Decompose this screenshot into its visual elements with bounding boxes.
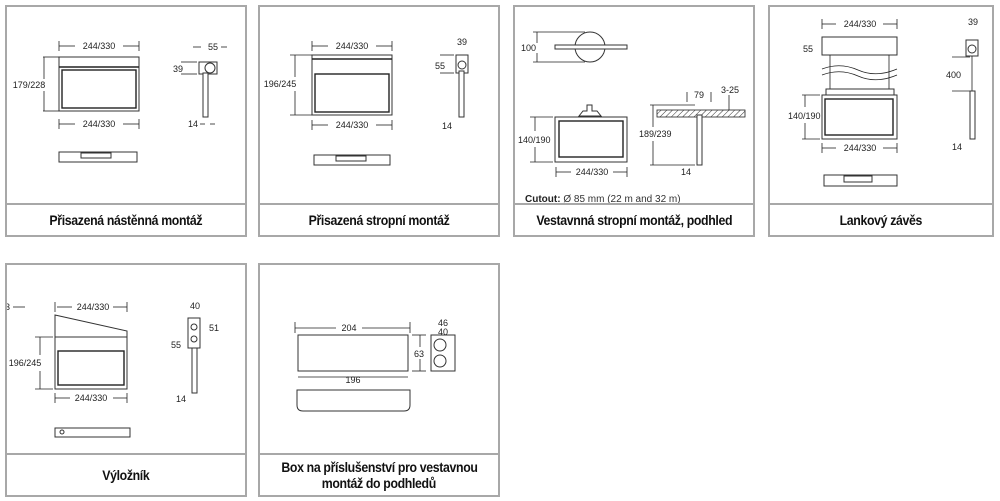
dim-side-width: 39 bbox=[968, 17, 978, 27]
dim-width-bottom: 244/330 bbox=[844, 143, 877, 153]
dim-cutout-diameter: 100 bbox=[521, 43, 536, 53]
cable-suspension-drawing: 244/330 55 140/190 244/330 39 400 14 bbox=[788, 17, 979, 187]
dim-side-width: 55 bbox=[208, 42, 218, 52]
dim-ceiling-thickness: 3-25 bbox=[721, 85, 739, 95]
dim-height: 63 bbox=[414, 349, 424, 359]
dim-width-bottom: 244/330 bbox=[576, 167, 609, 177]
card-cable-suspension: 244/330 55 140/190 244/330 39 400 14 Lan… bbox=[768, 5, 994, 237]
cutout-note: Cutout: Ø 85 mm (22 m and 32 m) bbox=[525, 194, 681, 203]
dim-rod: 14 bbox=[952, 142, 962, 152]
dim-length-top: 204 bbox=[341, 323, 356, 333]
dim-total-height: 189/239 bbox=[639, 129, 672, 139]
dim-width-top: 244/330 bbox=[336, 41, 369, 51]
dim-width-bottom: 244/330 bbox=[75, 393, 108, 403]
accessory-box-drawing: 204 196 63 46 40 bbox=[294, 318, 456, 412]
dim-width-top: 244/330 bbox=[83, 41, 116, 51]
dim-height: 140/190 bbox=[788, 111, 821, 121]
card-bracket-mount: 3 244/330 196/245 244/330 40 51 55 14 Vý… bbox=[5, 263, 247, 497]
recessed-mount-drawing: 100 140/190 244/330 189/239 79 3-25 14 C… bbox=[518, 31, 746, 203]
dim-side-width: 39 bbox=[457, 37, 467, 47]
dim-rod: 14 bbox=[176, 394, 186, 404]
dim-height: 196/245 bbox=[264, 79, 297, 89]
card-caption: Přisazená nástěnná montáž bbox=[7, 203, 245, 235]
dim-width-bottom: 244/330 bbox=[336, 120, 369, 130]
dim-side-height: 39 bbox=[173, 64, 183, 74]
dim-mount-width: 79 bbox=[694, 90, 704, 100]
dim-height: 140/190 bbox=[518, 135, 551, 145]
dim-width-bottom: 244/330 bbox=[83, 119, 116, 129]
dim-side-height: 55 bbox=[171, 340, 181, 350]
dim-width-2: 40 bbox=[438, 327, 448, 337]
card-caption: Vestavnná stropní montáž, podhled bbox=[515, 203, 753, 235]
card-wall-mount: 244/330 179/228 244/330 55 39 14 Přisaze… bbox=[5, 5, 247, 237]
dim-height: 196/245 bbox=[9, 358, 42, 368]
bracket-mount-drawing: 3 244/330 196/245 244/330 40 51 55 14 bbox=[7, 301, 219, 438]
card-caption: Přisazená stropní montáž bbox=[260, 203, 498, 235]
card-recessed-mount: 100 140/190 244/330 189/239 79 3-25 14 C… bbox=[513, 5, 755, 237]
dim-length-bottom: 196 bbox=[345, 375, 360, 385]
card-caption: Lankový závěs bbox=[770, 203, 992, 235]
dim-canopy-height: 55 bbox=[803, 44, 813, 54]
wall-mount-drawing: 244/330 179/228 244/330 55 39 14 bbox=[13, 41, 227, 163]
dim-side-width: 40 bbox=[190, 301, 200, 311]
dim-cable-length: 400 bbox=[946, 70, 961, 80]
dim-width-top: 244/330 bbox=[77, 302, 110, 312]
dim-side-right: 51 bbox=[209, 323, 219, 333]
box-side-view bbox=[296, 389, 411, 412]
ceiling-mount-drawing: 244/330 196/245 244/330 39 55 14 bbox=[264, 37, 469, 166]
dim-rod: 14 bbox=[681, 167, 691, 177]
card-caption: Výložník bbox=[7, 453, 245, 495]
dim-rod: 14 bbox=[188, 119, 198, 129]
bottom-view bbox=[54, 427, 131, 438]
dim-side-height: 55 bbox=[435, 61, 445, 71]
dim-width-1: 46 bbox=[438, 318, 448, 328]
card-accessory-box: 204 196 63 46 40 Box na příslušenství pr… bbox=[258, 263, 500, 497]
dim-rod: 14 bbox=[442, 121, 452, 131]
dim-offset: 3 bbox=[7, 302, 10, 312]
dim-height: 179/228 bbox=[13, 80, 46, 90]
card-ceiling-mount: 244/330 196/245 244/330 39 55 14 Přisaze… bbox=[258, 5, 500, 237]
dim-width-top: 244/330 bbox=[844, 19, 877, 29]
